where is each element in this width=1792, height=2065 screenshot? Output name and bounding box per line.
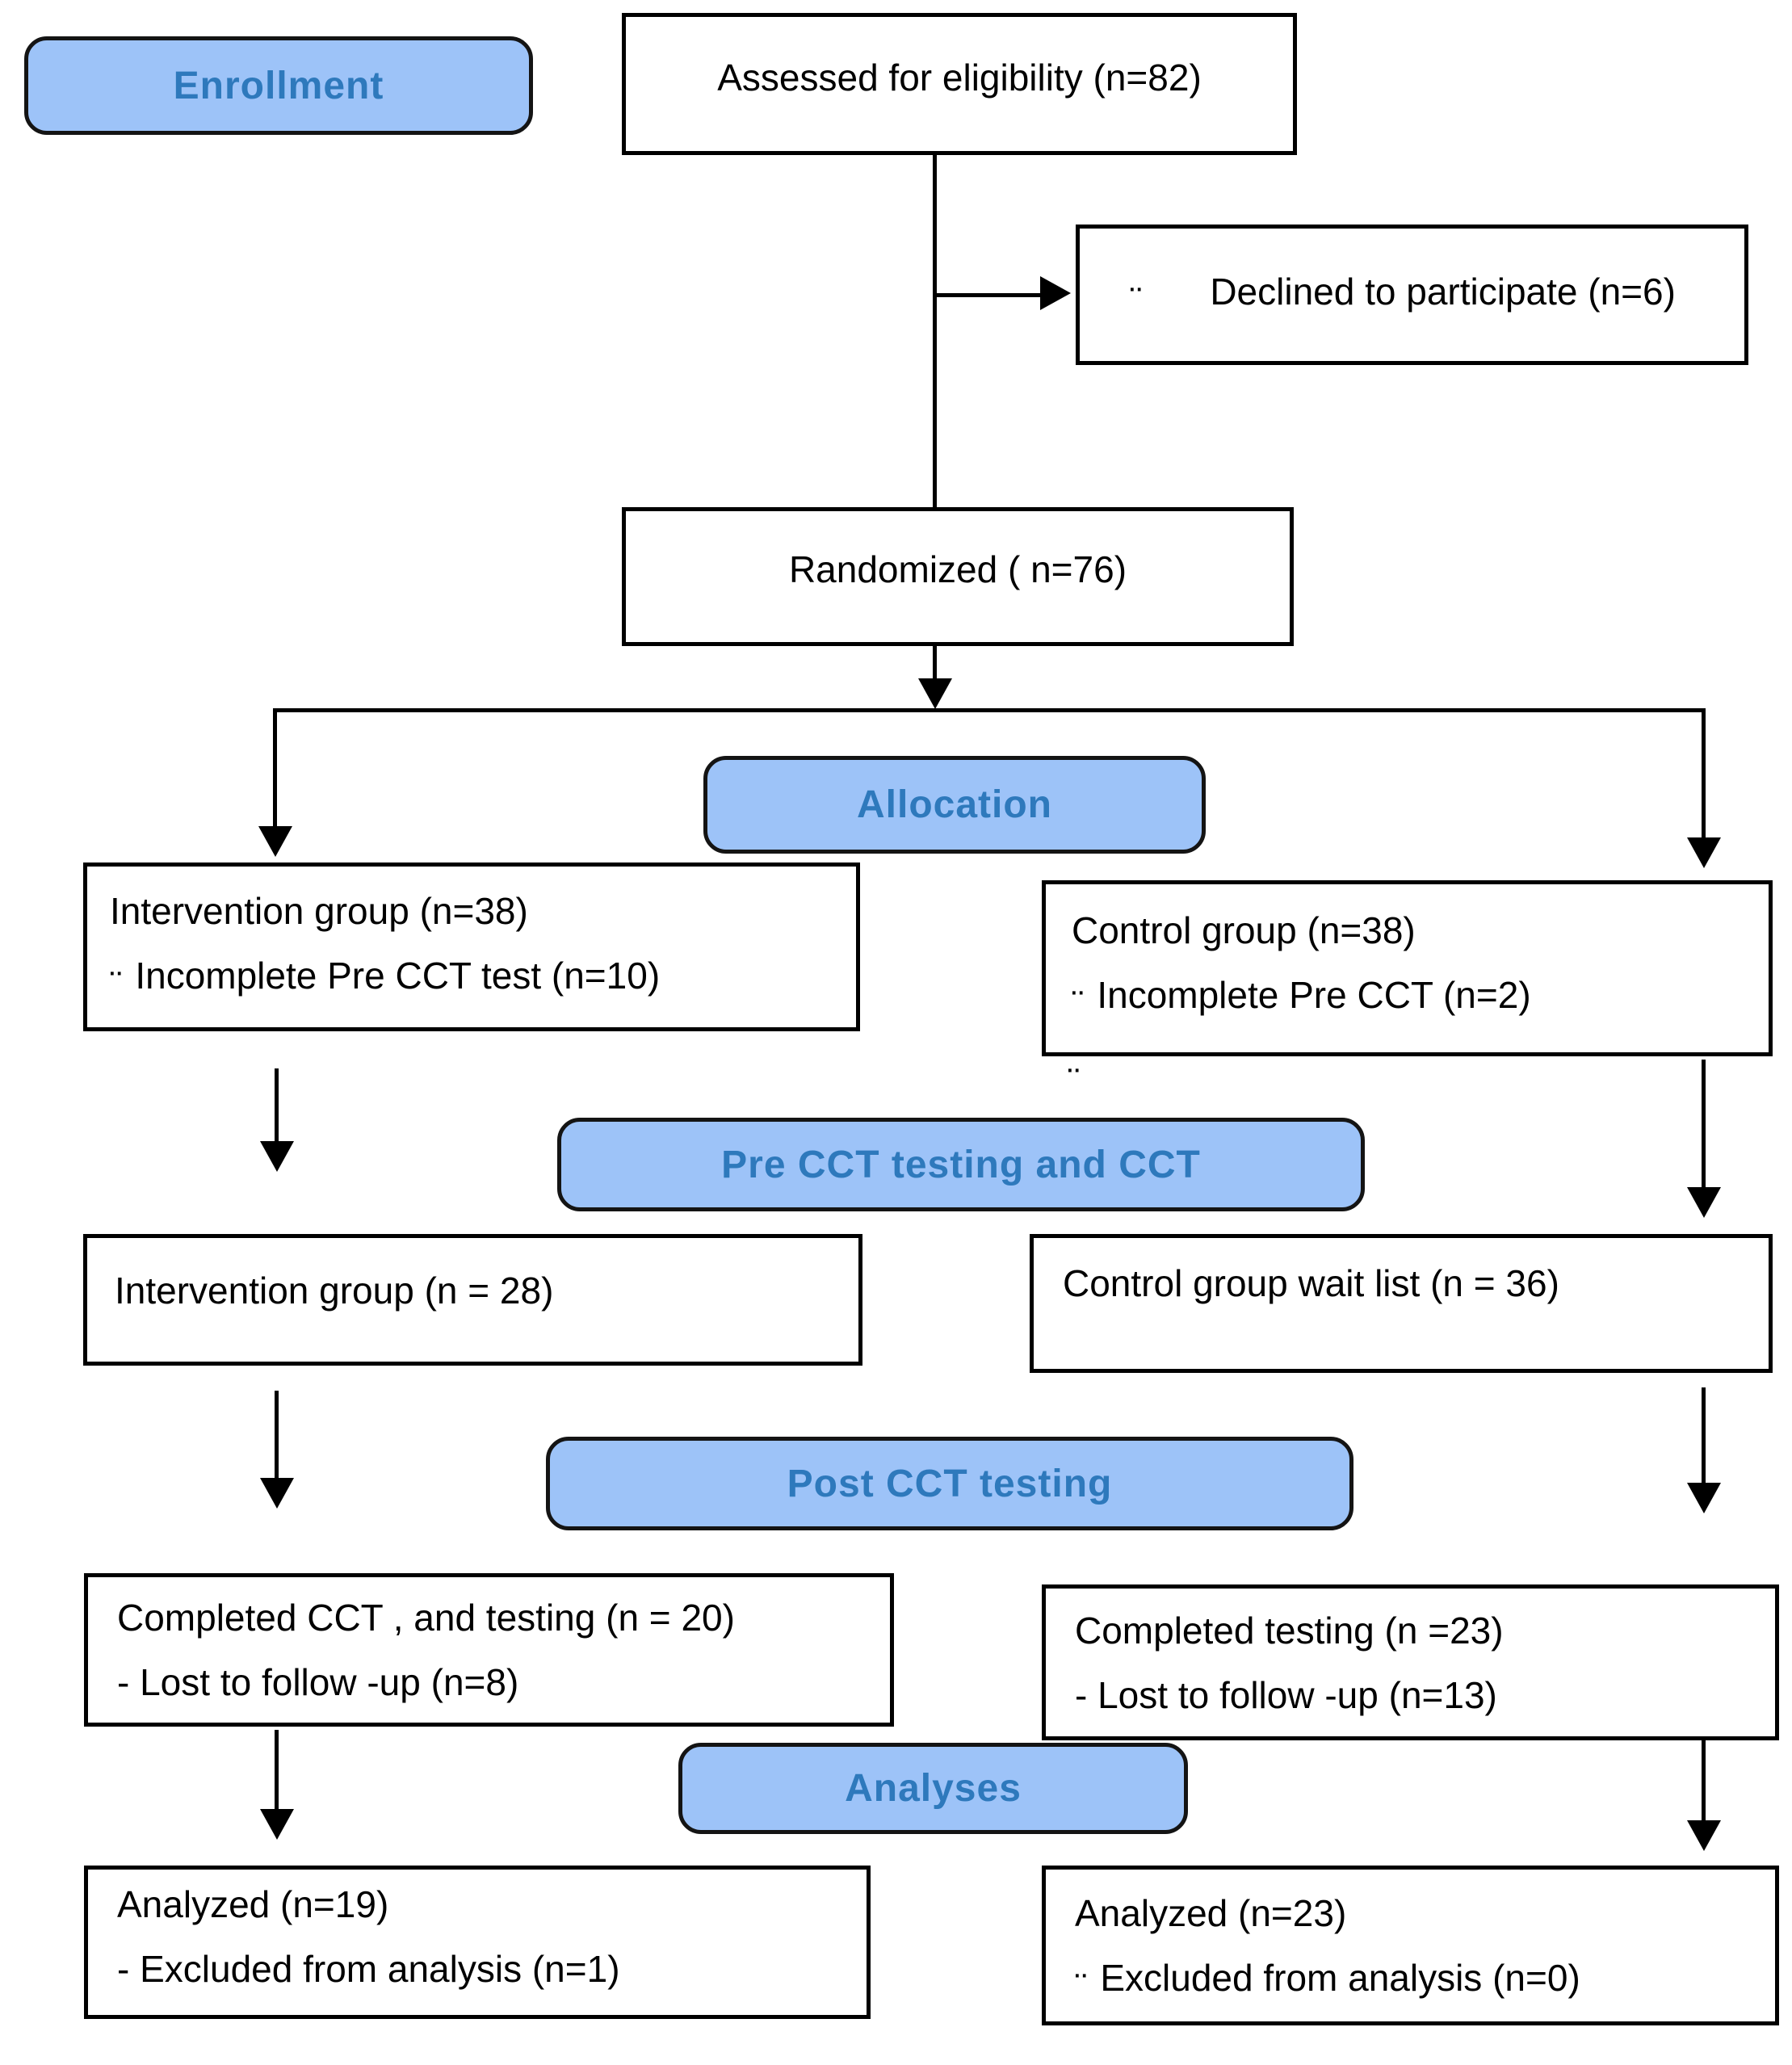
bullet-mark: ¨ — [110, 963, 123, 1005]
arrowhead-analyzed-left — [260, 1809, 294, 1840]
box-assessed-for-eligibility: Assessed for eligibility (n=82) — [622, 13, 1297, 155]
stage-label-allocation: Allocation — [703, 756, 1206, 854]
stage-label-enrollment: Enrollment — [24, 36, 533, 135]
bullet-mark: ¨ — [1072, 983, 1085, 1025]
control-analysis-line2: Excluded from analysis (n=0) — [1100, 1957, 1580, 1999]
intervention-allocation-line2: Incomplete Pre CCT test (n=10) — [135, 954, 661, 997]
arrowhead-control-wait-list — [1687, 1187, 1721, 1218]
box-analyzed-intervention: Analyzed (n=19) - Excluded from analysis… — [84, 1866, 871, 2019]
bullet-mark: ¨ — [1075, 1966, 1088, 2008]
arrowhead-wait-list-completed — [1687, 1483, 1721, 1513]
control-analysis-line1: Analyzed (n=23) — [1075, 1892, 1347, 1934]
control-post-cct-line1: Completed testing (n =23) — [1075, 1609, 1504, 1652]
bullet-mark: ¨ — [1130, 279, 1143, 322]
arrowhead-intervention-pre-cct — [260, 1141, 294, 1172]
connector-to-declined — [935, 293, 1042, 297]
connector-branch-right — [1702, 708, 1706, 839]
connector-intervention-to-pre-cct — [275, 1068, 279, 1143]
arrowhead-declined — [1040, 276, 1071, 310]
arrowhead-randomized-down — [918, 678, 952, 709]
connector-control-to-wait-list — [1702, 1060, 1706, 1189]
declined-text: Declined to participate (n=6) — [1210, 271, 1676, 313]
box-completed-cct-and-testing: Completed CCT , and testing (n = 20) - L… — [84, 1573, 894, 1727]
connector-wait-list-to-completed — [1702, 1387, 1706, 1484]
connector-intervention-to-post-cct — [275, 1391, 279, 1479]
connector-randomized-down — [933, 646, 937, 680]
stray-bullet-mark: ¨ — [1068, 1060, 1081, 1102]
intervention-analysis-line2: - Excluded from analysis (n=1) — [117, 1948, 620, 1990]
control-allocation-line1: Control group (n=38) — [1072, 909, 1416, 951]
control-pre-cct-text: Control group wait list (n = 36) — [1063, 1262, 1559, 1305]
arrowhead-intervention-post-cct — [260, 1478, 294, 1509]
box-randomized: Randomized ( n=76) — [622, 507, 1294, 646]
arrowhead-analyzed-right — [1687, 1820, 1721, 1851]
intervention-analysis-line1: Analyzed (n=19) — [117, 1883, 389, 1925]
box-analyzed-control: Analyzed (n=23) ¨ Excluded from analysis… — [1042, 1866, 1779, 2025]
connector-allocation-branch — [273, 708, 1706, 712]
connector-completed-to-analyzed-left — [275, 1730, 279, 1811]
intervention-post-cct-line2: - Lost to follow -up (n=8) — [117, 1661, 519, 1703]
connector-branch-left — [273, 708, 277, 828]
box-completed-testing: Completed testing (n =23) - Lost to foll… — [1042, 1584, 1779, 1740]
intervention-post-cct-line1: Completed CCT , and testing (n = 20) — [117, 1597, 735, 1639]
intervention-pre-cct-text: Intervention group (n = 28) — [115, 1269, 554, 1312]
control-post-cct-line2: - Lost to follow -up (n=13) — [1075, 1673, 1497, 1716]
box-control-group-allocation: Control group (n=38) ¨ Incomplete Pre CC… — [1042, 880, 1773, 1056]
arrowhead-branch-right — [1687, 837, 1721, 868]
randomized-text: Randomized ( n=76) — [788, 548, 1127, 591]
box-intervention-group-allocation: Intervention group (n=38) ¨ Incomplete P… — [83, 863, 860, 1031]
intervention-allocation-line1: Intervention group (n=38) — [110, 889, 528, 932]
connector-assessed-to-randomized — [933, 154, 937, 507]
assessed-text: Assessed for eligibility (n=82) — [717, 57, 1202, 99]
control-allocation-line2: Incomplete Pre CCT (n=2) — [1097, 974, 1531, 1016]
stage-label-pre-cct-testing: Pre CCT testing and CCT — [557, 1118, 1365, 1211]
box-control-group-wait-list: Control group wait list (n = 36) — [1030, 1234, 1773, 1373]
stage-label-post-cct-testing: Post CCT testing — [546, 1437, 1353, 1530]
box-intervention-group-pre-cct: Intervention group (n = 28) — [83, 1234, 862, 1366]
arrowhead-branch-left — [258, 826, 292, 857]
box-declined-to-participate: ¨ Declined to participate (n=6) — [1076, 225, 1748, 365]
connector-completed-to-analyzed-right — [1702, 1740, 1706, 1822]
stage-label-analyses: Analyses — [678, 1743, 1188, 1834]
